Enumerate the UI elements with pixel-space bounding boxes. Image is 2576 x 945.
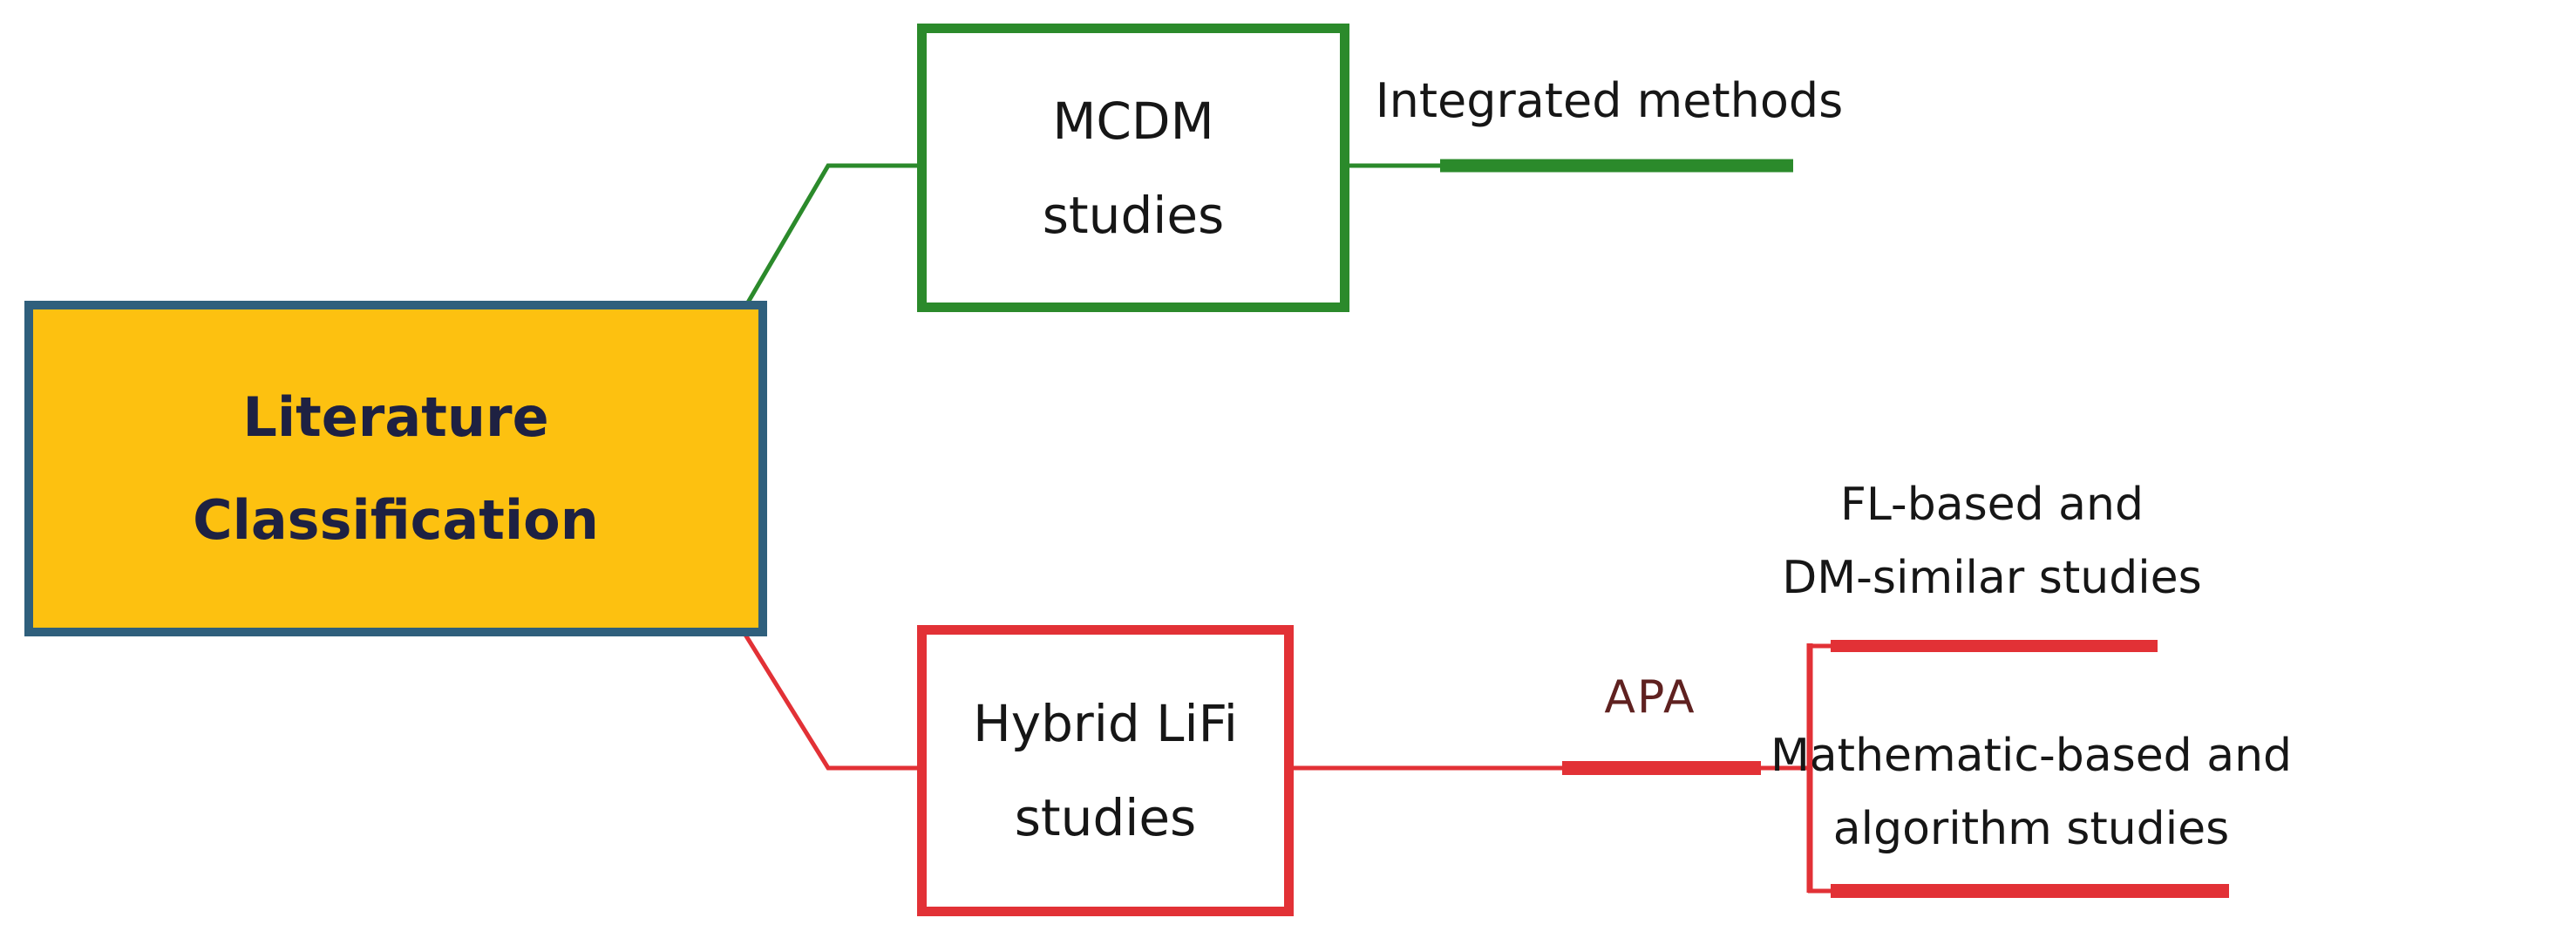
connector-root-to-mcdm xyxy=(743,163,917,309)
math-algo-label-line1: Mathematic-based and xyxy=(1770,730,2293,782)
leaf-mathematic-algorithm-studies: Mathematic-based and algorithm studies xyxy=(1771,719,2292,866)
connector-root-to-hybrid-lifi xyxy=(743,633,917,771)
hybrid-node-label-line1: Hybrid LiFi xyxy=(973,694,1238,753)
leaf-integrated-methods: Integrated methods xyxy=(1376,66,1844,136)
mcdm-studies-node: MCDM studies xyxy=(917,24,1349,312)
fl-dm-label-line2: DM-similar studies xyxy=(1782,552,2202,604)
root-node-label-line1: Literature xyxy=(242,384,549,449)
math-algo-label-line2: algorithm studies xyxy=(1832,803,2230,855)
fl-dm-label-line1: FL-based and xyxy=(1839,479,2144,531)
edge-label-apa: APA xyxy=(1604,670,1696,725)
root-node-label-line2: Classification xyxy=(193,487,599,552)
leaf-fl-dm-similar-studies: FL-based and DM-similar studies xyxy=(1782,468,2202,615)
mcdm-node-label-line1: MCDM xyxy=(1052,91,1214,151)
hybrid-lifi-studies-node: Hybrid LiFi studies xyxy=(917,625,1294,916)
integrated-methods-label: Integrated methods xyxy=(1375,73,1844,128)
mcdm-node-label-line2: studies xyxy=(1042,185,1225,245)
root-node-literature-classification: Literature Classification xyxy=(24,301,767,636)
hybrid-node-label-line2: studies xyxy=(1014,788,1197,847)
apa-label-text: APA xyxy=(1604,671,1696,724)
